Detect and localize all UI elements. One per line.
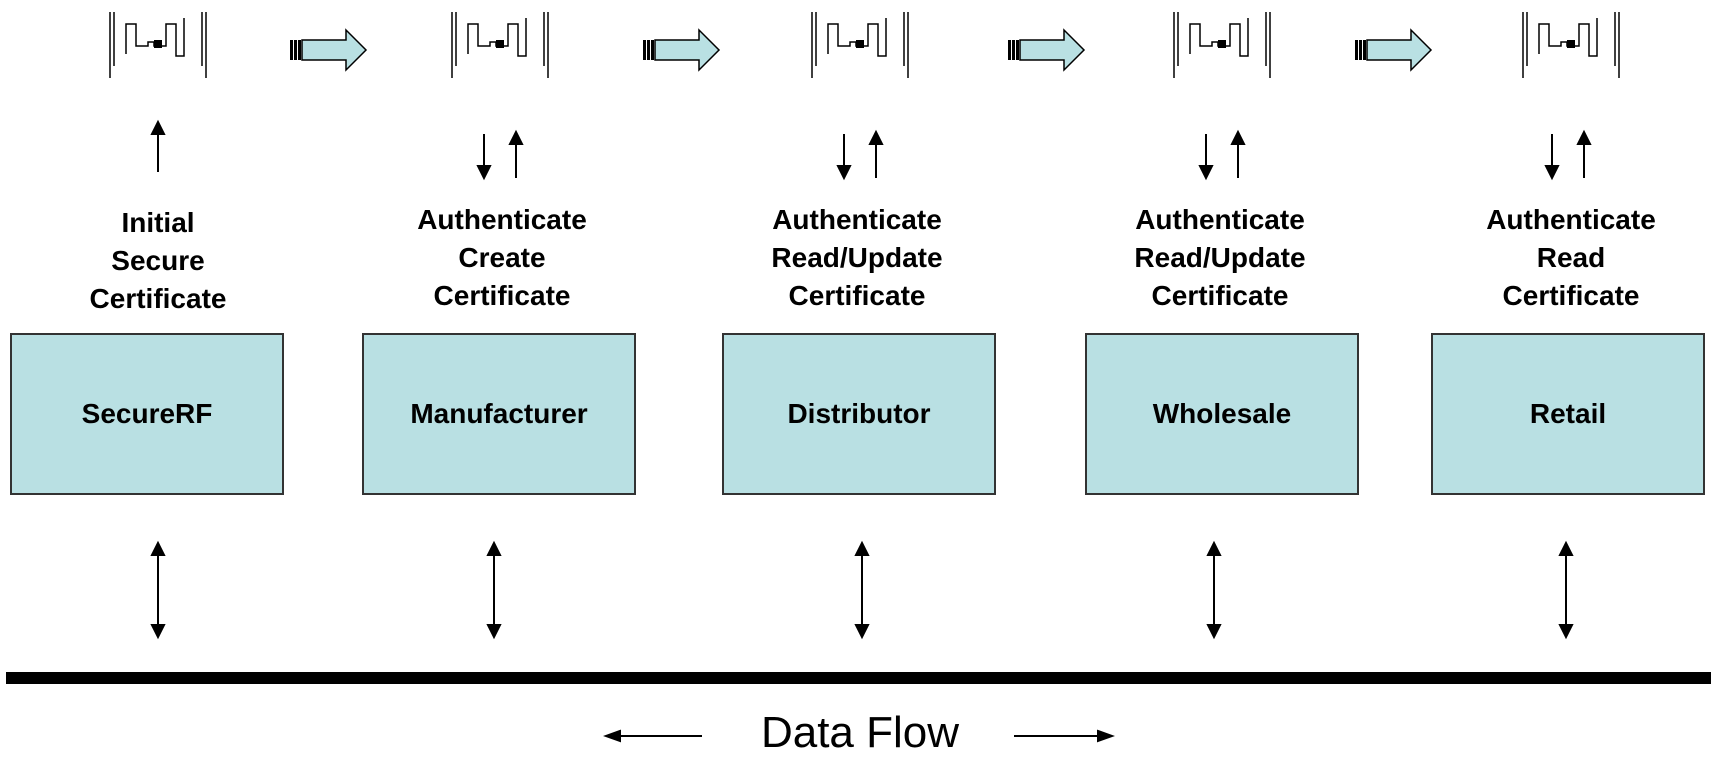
database-link-arrow-icon bbox=[854, 540, 870, 640]
data-flow-label: Data Flow bbox=[760, 708, 960, 757]
transfer-arrow-icon bbox=[1007, 29, 1085, 71]
database-link-arrow-icon bbox=[1558, 540, 1574, 640]
rfid-tag-icon bbox=[109, 11, 207, 79]
read-write-arrows-icon bbox=[1198, 129, 1246, 181]
write-arrow-icon bbox=[150, 119, 166, 172]
transfer-arrow-icon bbox=[1354, 29, 1432, 71]
transfer-arrow-icon bbox=[642, 29, 720, 71]
database-link-arrow-icon bbox=[1206, 540, 1222, 640]
transfer-arrow-icon bbox=[289, 29, 367, 71]
rfid-tag-icon bbox=[451, 11, 549, 79]
flow-right-arrow-icon bbox=[1014, 729, 1115, 743]
stage-box-retail: Retail bbox=[1431, 333, 1705, 495]
read-write-arrows-icon bbox=[1544, 129, 1592, 181]
stage-box-distributor: Distributor bbox=[722, 333, 996, 495]
database-link-arrow-icon bbox=[150, 540, 166, 640]
stage-action-label: Initial Secure Certificate bbox=[89, 207, 227, 314]
database-link-arrow-icon bbox=[486, 540, 502, 640]
stage-box-securerf: SecureRF bbox=[10, 333, 284, 495]
stage-action-label: Authenticate Read/Update Certificate bbox=[771, 204, 943, 311]
stage-box-wholesale: Wholesale bbox=[1085, 333, 1359, 495]
stage-action-label: Authenticate Read Certificate bbox=[1486, 204, 1656, 311]
stage-name: Wholesale bbox=[1152, 398, 1292, 429]
stage-name: Distributor bbox=[787, 398, 931, 429]
read-write-arrows-icon bbox=[836, 129, 884, 181]
stage-action-label: Authenticate Create Certificate bbox=[417, 204, 587, 311]
stage-action-label: Authenticate Read/Update Certificate bbox=[1134, 204, 1306, 311]
data-bus-line bbox=[6, 672, 1711, 684]
stage-box-manufacturer: Manufacturer bbox=[362, 333, 636, 495]
rfid-tag-icon bbox=[1522, 11, 1620, 79]
rfid-tag-icon bbox=[1173, 11, 1271, 79]
rfid-tag-icon bbox=[811, 11, 909, 79]
stage-name: SecureRF bbox=[81, 398, 213, 429]
flow-left-arrow-icon bbox=[603, 729, 702, 743]
stage-name: Manufacturer bbox=[410, 398, 588, 429]
stage-name: Retail bbox=[1529, 398, 1607, 429]
read-write-arrows-icon bbox=[476, 129, 524, 181]
